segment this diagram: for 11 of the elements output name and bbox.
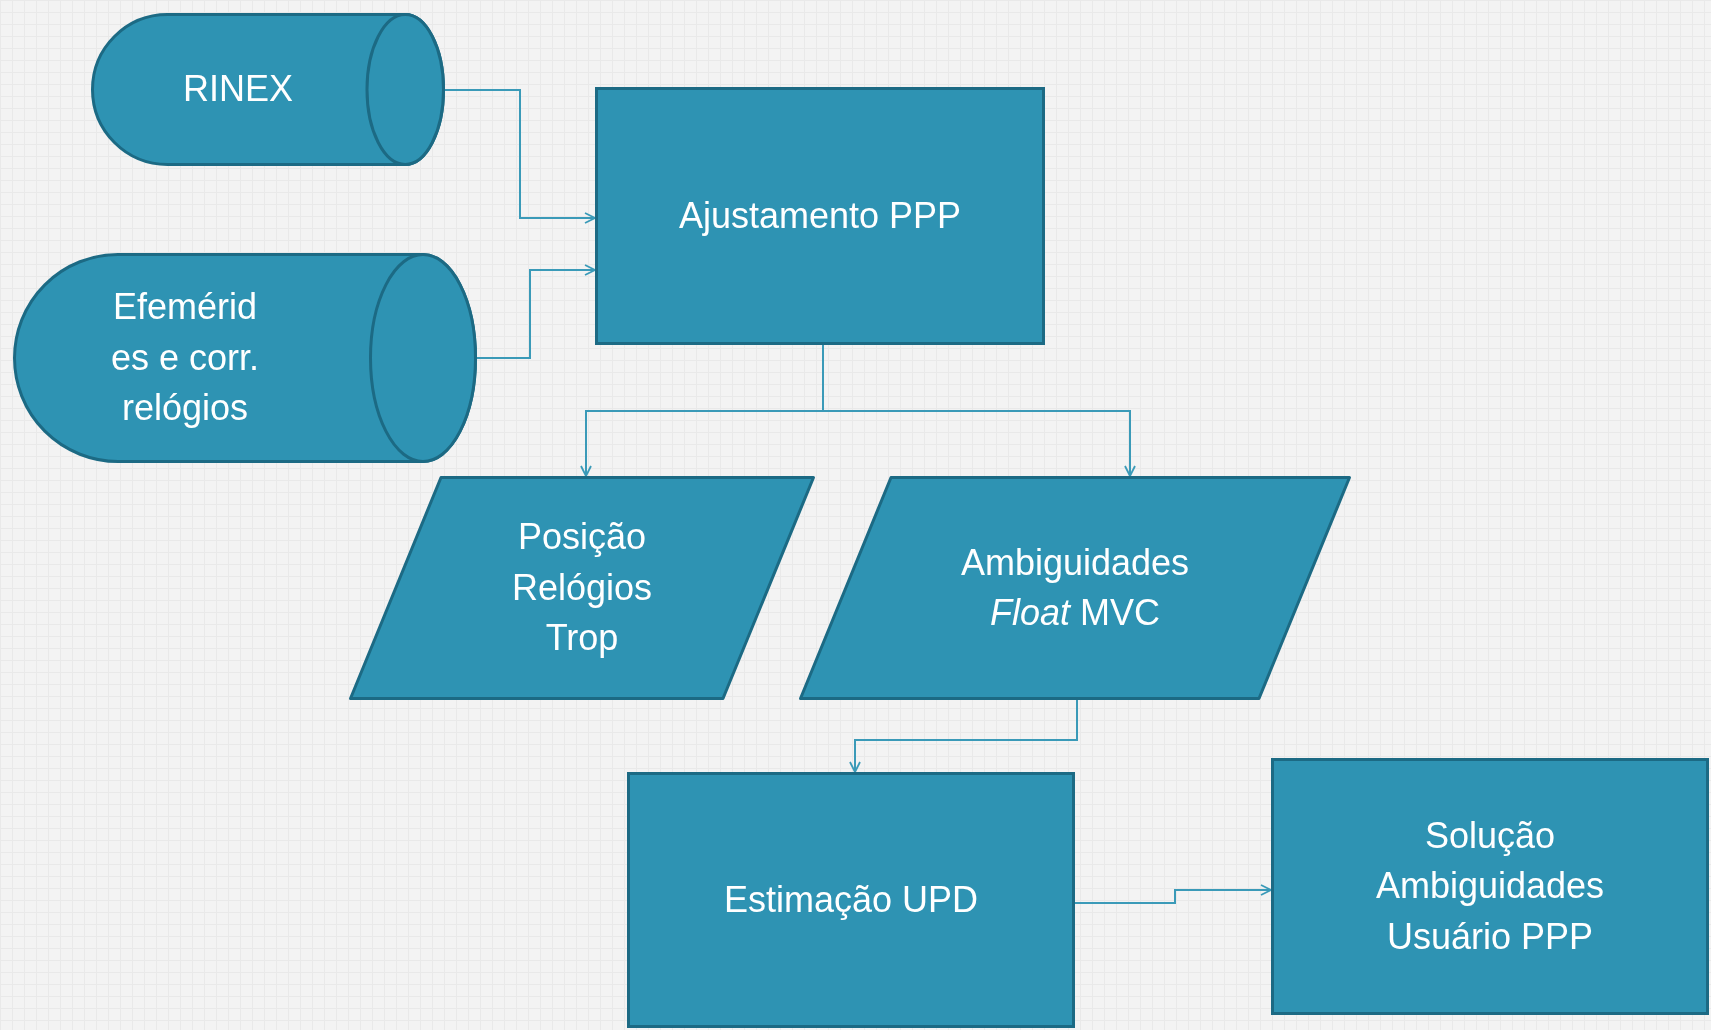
node-label: Ajustamento PPP: [678, 193, 962, 238]
node-label: Ambiguidades Float MVC: [960, 540, 1190, 635]
node-label: RINEX: [183, 67, 293, 112]
arrow: [849, 699, 1078, 773]
node-label: Solução Ambiguidades Usuário PPP: [1374, 813, 1606, 959]
node-label: Efemérid es e corr. relógios: [109, 285, 261, 431]
arrow: [1074, 884, 1272, 904]
node-label: Estimação UPD: [723, 877, 979, 922]
arrow: [476, 264, 596, 359]
arrow: [444, 89, 596, 224]
node-label: Posição Relógios Trop: [511, 515, 653, 661]
